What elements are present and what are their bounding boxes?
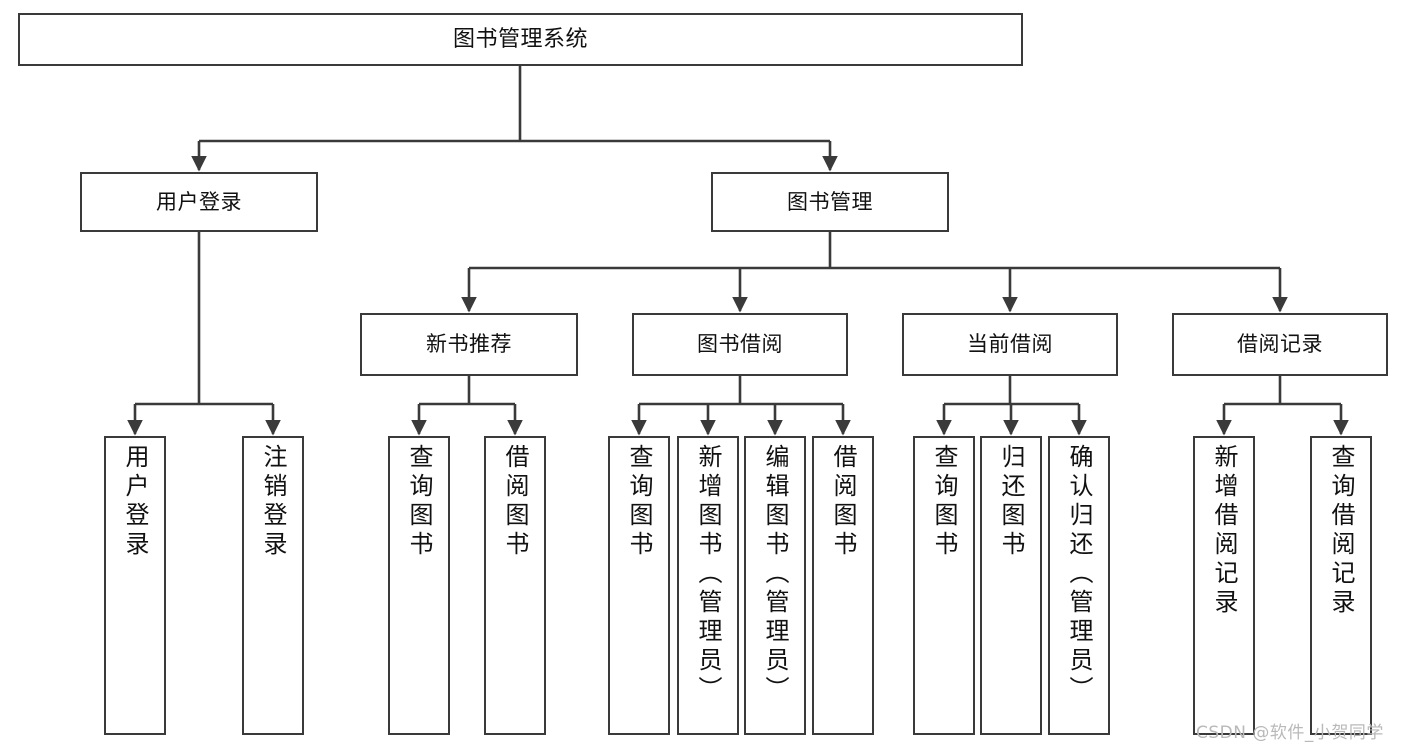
node-book-manage[interactable]: 图书管理 bbox=[711, 172, 949, 232]
leaf-logout-label: 注销登录 bbox=[259, 444, 287, 560]
leaf-query-book-1-label: 查询图书 bbox=[405, 444, 433, 560]
leaf-logout[interactable]: 注销登录 bbox=[242, 436, 304, 735]
leaf-edit-book[interactable]: 编辑图书（管理员） bbox=[744, 436, 806, 735]
leaf-query-record-label: 查询借阅记录 bbox=[1327, 444, 1355, 618]
leaf-user-login[interactable]: 用户登录 bbox=[104, 436, 166, 735]
leaf-add-book-label: 新增图书（管理员） bbox=[694, 444, 722, 705]
node-book-borrow[interactable]: 图书借阅 bbox=[632, 313, 848, 376]
node-user-login-label: 用户登录 bbox=[156, 189, 242, 214]
leaf-borrow-book-1-label: 借阅图书 bbox=[501, 444, 529, 560]
node-root[interactable]: 图书管理系统 bbox=[18, 13, 1023, 66]
leaf-query-book-2[interactable]: 查询图书 bbox=[608, 436, 670, 735]
leaf-query-book-3[interactable]: 查询图书 bbox=[913, 436, 975, 735]
leaf-borrow-book-1[interactable]: 借阅图书 bbox=[484, 436, 546, 735]
leaf-confirm-return-label: 确认归还（管理员） bbox=[1065, 444, 1093, 705]
leaf-query-book-2-label: 查询图书 bbox=[625, 444, 653, 560]
leaf-borrow-book-2[interactable]: 借阅图书 bbox=[812, 436, 874, 735]
node-borrow-record[interactable]: 借阅记录 bbox=[1172, 313, 1388, 376]
leaf-borrow-book-2-label: 借阅图书 bbox=[829, 444, 857, 560]
node-new-book-recommend[interactable]: 新书推荐 bbox=[360, 313, 578, 376]
leaf-user-login-label: 用户登录 bbox=[121, 444, 149, 560]
leaf-edit-book-label: 编辑图书（管理员） bbox=[761, 444, 789, 705]
leaf-return-book[interactable]: 归还图书 bbox=[980, 436, 1042, 735]
node-borrow-record-label: 借阅记录 bbox=[1237, 332, 1323, 357]
leaf-confirm-return[interactable]: 确认归还（管理员） bbox=[1048, 436, 1110, 735]
leaf-add-book[interactable]: 新增图书（管理员） bbox=[677, 436, 739, 735]
leaf-return-book-label: 归还图书 bbox=[997, 444, 1025, 560]
node-book-borrow-label: 图书借阅 bbox=[697, 332, 783, 357]
leaf-add-record-label: 新增借阅记录 bbox=[1210, 444, 1238, 618]
csdn-watermark: CSDN @软件_小贺同学 bbox=[1196, 723, 1384, 743]
leaf-query-book-1[interactable]: 查询图书 bbox=[388, 436, 450, 735]
node-current-borrow-label: 当前借阅 bbox=[967, 332, 1053, 357]
leaf-add-record[interactable]: 新增借阅记录 bbox=[1193, 436, 1255, 735]
node-user-login[interactable]: 用户登录 bbox=[80, 172, 318, 232]
node-book-manage-label: 图书管理 bbox=[787, 189, 873, 214]
leaf-query-book-3-label: 查询图书 bbox=[930, 444, 958, 560]
node-root-label: 图书管理系统 bbox=[452, 26, 588, 52]
leaf-query-record[interactable]: 查询借阅记录 bbox=[1310, 436, 1372, 735]
node-current-borrow[interactable]: 当前借阅 bbox=[902, 313, 1118, 376]
node-new-book-recommend-label: 新书推荐 bbox=[426, 332, 512, 357]
